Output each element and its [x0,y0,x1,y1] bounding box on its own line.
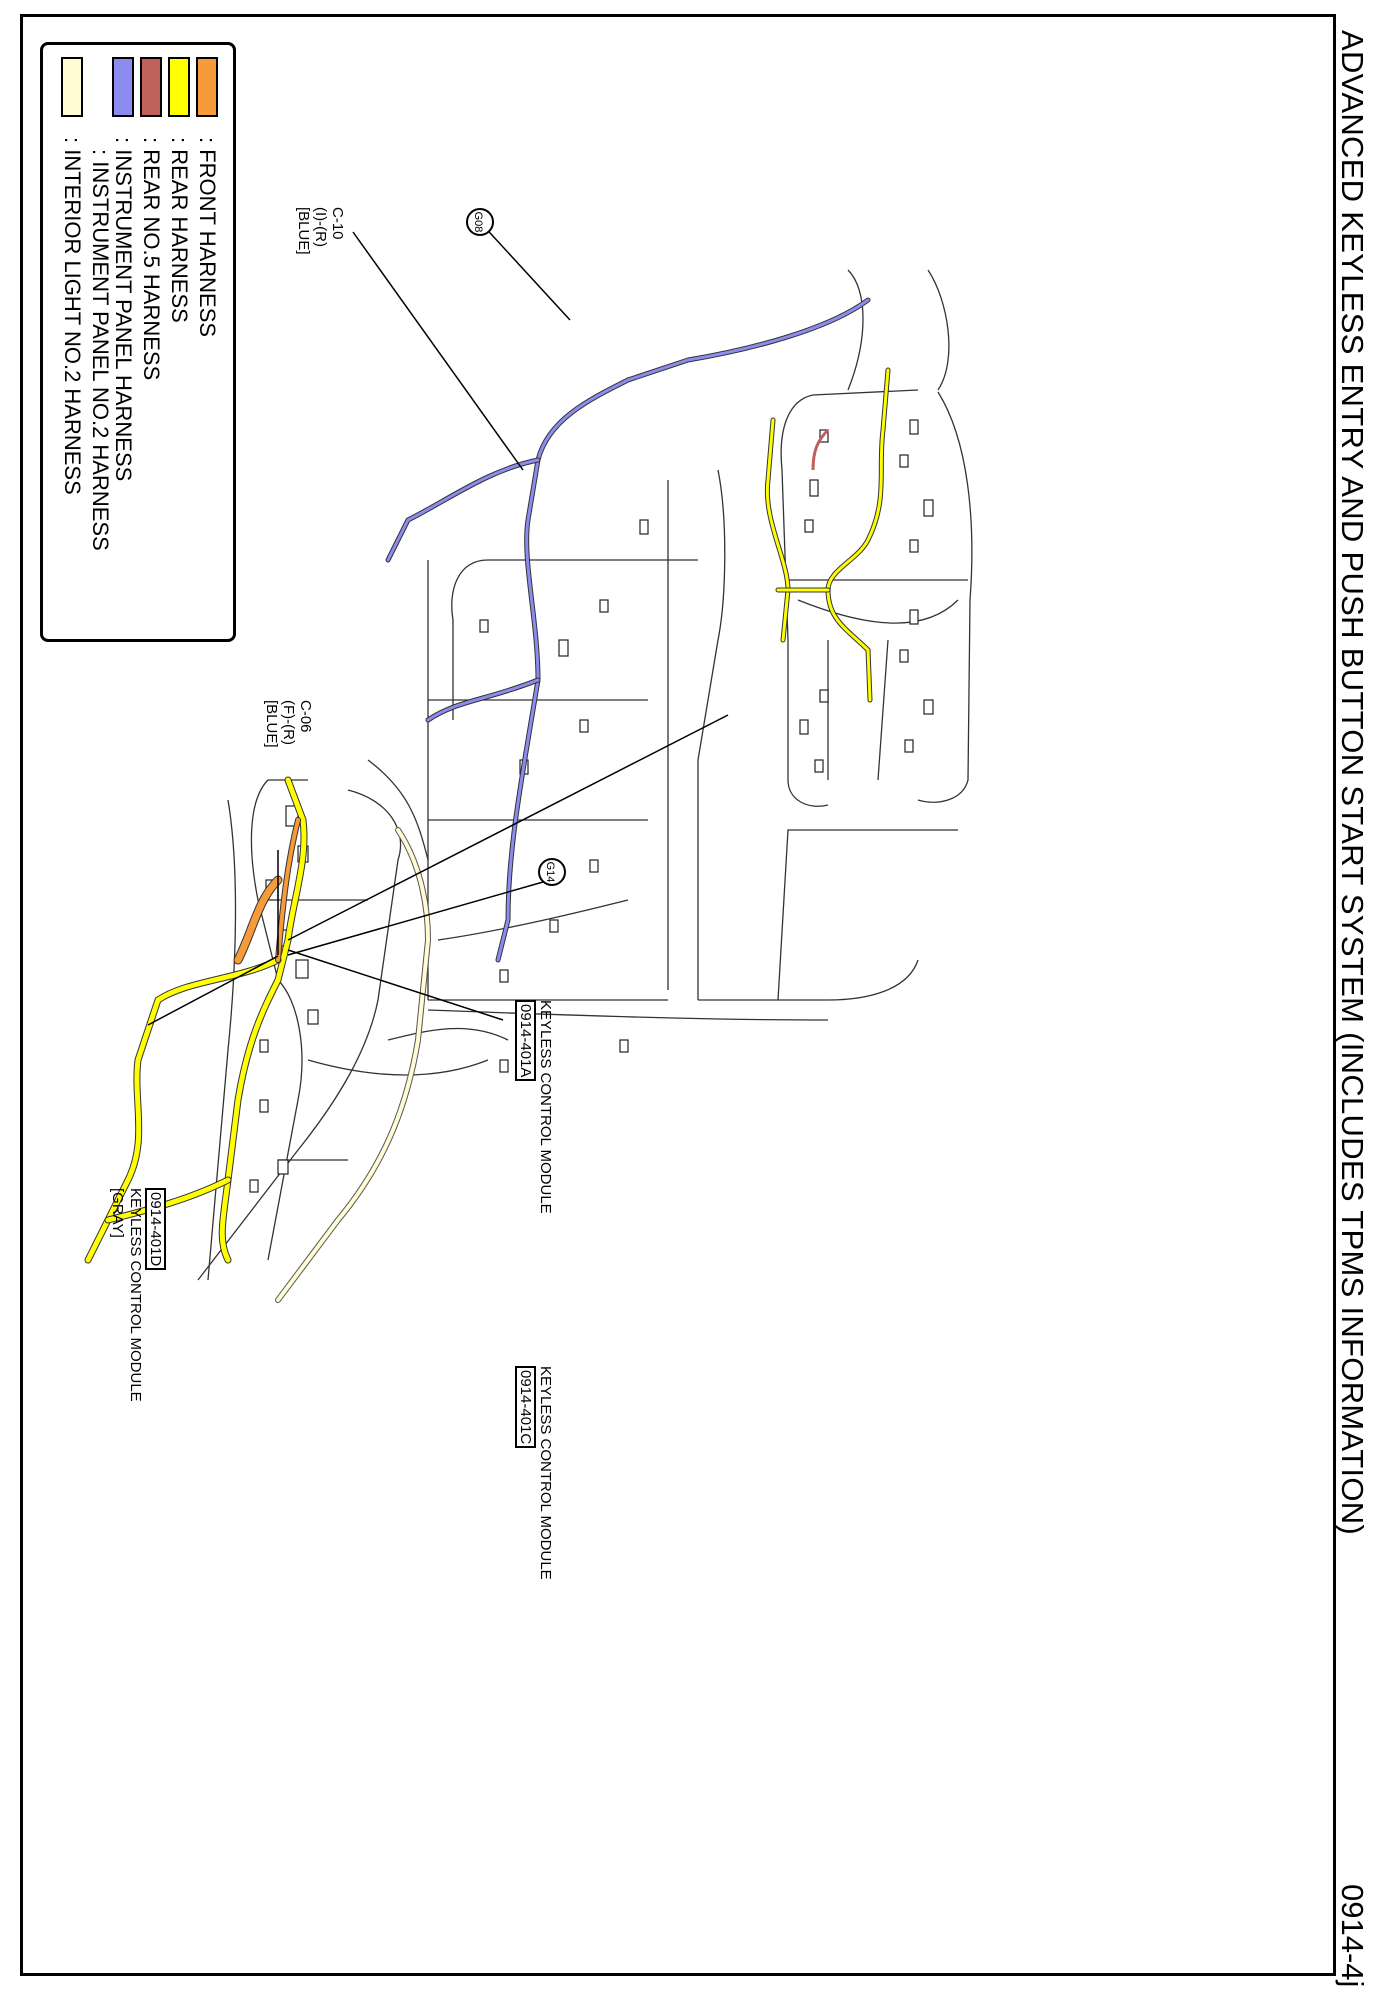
legend-swatch [61,57,83,117]
legend-swatch [196,57,218,117]
connector-c10-label: C-10 (I)-(R) [BLUE] [295,207,346,255]
module-401a-name: KEYLESS CONTROL MODULE [537,1000,554,1214]
upper-harness-blue [385,297,871,963]
legend-label: : REAR HARNESS [167,137,192,323]
module-401a-code: 0914-401A [515,1000,536,1082]
connector-type: (I)-(R) [312,207,329,247]
legend-label: : INSTRUMENT PANEL NO.2 HARNESS [88,149,113,551]
lower-vehicle-outline [197,759,509,1281]
ground-marker-g08: G08 [466,208,494,236]
lower-connectors [249,805,319,1193]
module-401c-name: KEYLESS CONTROL MODULE [537,1366,554,1580]
upper-connectors [479,419,934,1073]
legend-swatch [168,57,190,117]
legend-label: : FRONT HARNESS [195,137,220,338]
lower-leaders [147,714,729,1026]
page-code: 0914-4j [1335,1884,1370,1988]
upper-vehicle-outline [427,269,973,1021]
upper-leaders [352,221,571,471]
connector-color: [BLUE] [263,700,280,748]
legend-label: : REAR NO.5 HARNESS [139,137,164,381]
page-title: ADVANCED KEYLESS ENTRY AND PUSH BUTTON S… [1335,30,1370,1536]
module-401d-code: 0914-401D [145,1188,166,1271]
ground-marker-g14: G14 [538,858,566,886]
upper-harness-red [811,428,830,471]
connector-id: C-10 [329,207,346,240]
module-401d-color: [GRAY] [109,1188,126,1238]
legend-swatch [112,57,134,117]
upper-harness-yellow [764,367,891,703]
connector-color: [BLUE] [295,207,312,255]
connector-c06-label: C-06 (F)-(R) [BLUE] [263,700,314,748]
legend-swatch [140,57,162,117]
page-border [20,14,1336,1976]
lower-harness-orange [233,817,301,965]
module-401c-code: 0914-401C [515,1366,536,1449]
module-401d-name: KEYLESS CONTROL MODULE [127,1188,144,1402]
harness-legend: : FRONT HARNESS : REAR HARNESS : REAR NO… [40,42,236,642]
connector-type: (F)-(R) [280,700,297,745]
lower-harness-yellow [84,776,308,1264]
connector-id: C-06 [297,700,314,733]
legend-label: : INSTRUMENT PANEL HARNESS [111,137,136,482]
legend-label: : INTERIOR LIGHT NO.2 HARNESS [60,137,85,495]
lower-harness-interior-light [275,827,432,1303]
